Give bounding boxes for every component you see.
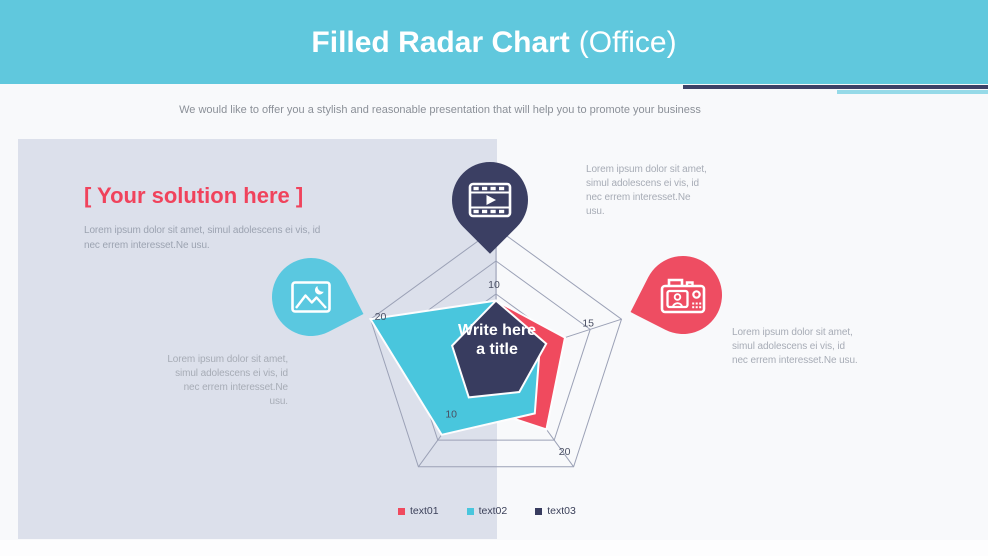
slide-subtitle: We would like to offer you a stylish and… xyxy=(179,104,701,116)
legend-swatch xyxy=(535,507,543,515)
callout-bottom-left: Lorem ipsum dolor sit amet, simul adoles… xyxy=(167,354,288,407)
film-video-icon xyxy=(468,182,512,218)
legend-label: text03 xyxy=(547,505,576,517)
legend-item: text02 xyxy=(466,505,508,517)
solution-heading: [ Your solution here ] xyxy=(84,183,304,208)
solution-body-text: Lorem ipsum dolor sit amet, simul adoles… xyxy=(84,225,321,251)
legend-label: text01 xyxy=(410,505,439,517)
slide-title-regular: (Office) xyxy=(578,26,677,59)
callout-mid-right: Lorem ipsum dolor sit amet, simul adoles… xyxy=(732,327,858,366)
slide-title: Filled Radar Chart(Office) xyxy=(0,0,988,60)
radar-chart: 10 15 20 10 20 xyxy=(368,227,623,468)
axis-value-label: 15 xyxy=(582,317,594,329)
legend-label: text02 xyxy=(478,505,508,517)
axis-value-label: 10 xyxy=(445,408,457,420)
legend-swatch xyxy=(466,507,474,515)
legend-item: text01 xyxy=(398,505,439,517)
legend-item: text03 xyxy=(535,505,576,517)
camera-pin xyxy=(630,242,736,348)
axis-value-label: 20 xyxy=(559,446,571,458)
callout-top-right: Lorem ipsum dolor sit amet, simul adoles… xyxy=(586,164,707,217)
chart-legend: text01 text02 text03 xyxy=(398,505,576,517)
chart-center-title: Write here a title xyxy=(458,322,536,358)
header-accent-line-teal xyxy=(837,90,988,94)
axis-value-label: 20 xyxy=(375,311,387,323)
grid-ring xyxy=(369,227,623,468)
legend-swatch xyxy=(398,507,405,515)
image-pin xyxy=(258,244,364,350)
video-pin xyxy=(436,146,544,254)
header-accent-line-navy xyxy=(683,85,988,89)
picture-icon xyxy=(291,281,331,313)
bottom-strip xyxy=(0,540,988,556)
camera-icon xyxy=(660,278,706,314)
slide-title-bold: Filled Radar Chart xyxy=(311,26,570,59)
header-band: Filled Radar Chart(Office) xyxy=(0,0,988,84)
axis-value-label: 10 xyxy=(488,279,500,291)
radar-series-text03 xyxy=(450,299,548,399)
